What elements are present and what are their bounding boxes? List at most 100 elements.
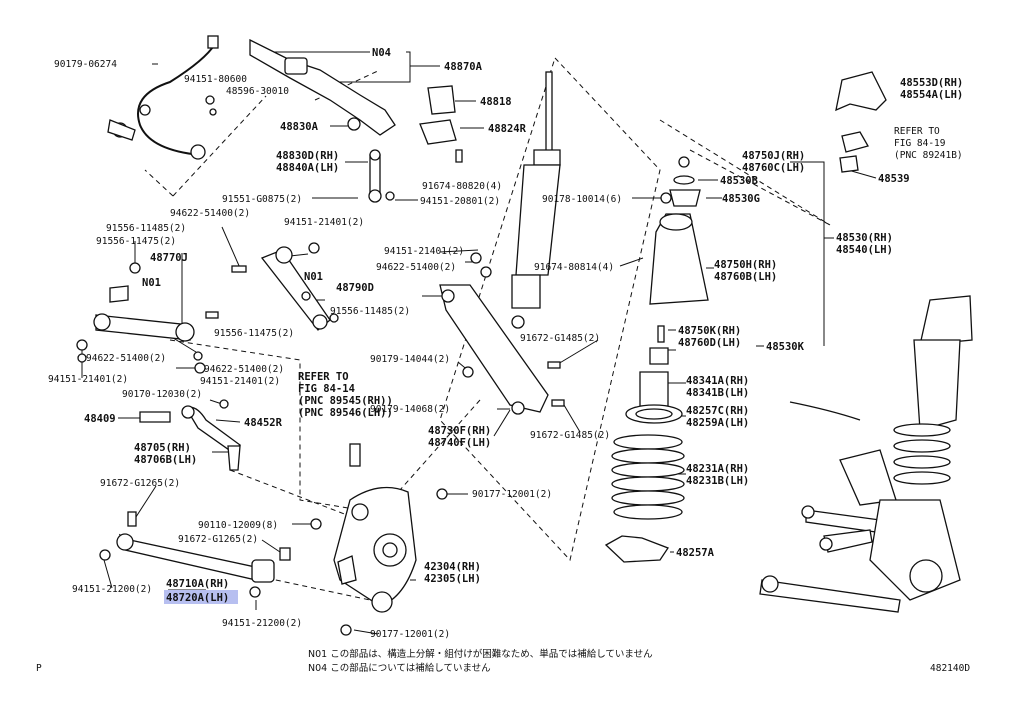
label-48539[interactable]: 48539 xyxy=(878,173,910,185)
label-48540-lh[interactable]: 48540(LH) xyxy=(836,244,893,256)
link-48770j-icon xyxy=(95,314,191,341)
label-refer-to-84-14[interactable]: REFER TO xyxy=(298,371,349,383)
label-90179-06274[interactable]: 90179-06274 xyxy=(54,59,117,70)
clip-48539-icon xyxy=(839,155,859,173)
label-94151-21401-d[interactable]: 94151-21401(2) xyxy=(200,376,280,387)
label-94151-21401-c[interactable]: 94151-21401(2) xyxy=(48,374,128,385)
label-48706b[interactable]: 48706B(LH) xyxy=(134,454,197,466)
coil-spring-48231a-icon xyxy=(611,434,685,520)
label-48705[interactable]: 48705(RH) xyxy=(134,442,191,454)
label-91672-g1265-a[interactable]: 91672-G1265(2) xyxy=(100,478,180,489)
label-94151-21401-b[interactable]: 94151-21401(2) xyxy=(384,246,464,257)
label-94622-51400-c[interactable]: 94622-51400(2) xyxy=(86,353,166,364)
label-n04[interactable]: N04 xyxy=(372,47,391,59)
label-48409[interactable]: 48409 xyxy=(84,413,116,425)
label-48259a[interactable]: 48259A(LH) xyxy=(686,417,749,429)
label-48824r[interactable]: 48824R xyxy=(488,123,527,135)
label-94151-21200-b[interactable]: 94151-21200(2) xyxy=(222,618,302,629)
shock-absorber-icon xyxy=(515,164,561,276)
label-n01-a[interactable]: N01 xyxy=(142,277,161,289)
label-n01-b[interactable]: N01 xyxy=(304,271,323,283)
label-48870a[interactable]: 48870A xyxy=(444,61,483,73)
axle-carrier xyxy=(310,443,448,636)
label-90110-12009[interactable]: 90110-12009(8) xyxy=(198,520,278,531)
label-94151-20801[interactable]: 94151-20801(2) xyxy=(420,196,500,207)
bracket-48824r-icon xyxy=(419,119,457,145)
label-48554a[interactable]: 48554A(LH) xyxy=(900,89,963,101)
label-48530g[interactable]: 48530G xyxy=(722,193,760,205)
label-91556-11485-a[interactable]: 91556-11485(2) xyxy=(106,223,186,234)
label-48710a[interactable]: 48710A(RH) xyxy=(166,578,229,590)
label-48530b[interactable]: 48530B xyxy=(720,175,758,187)
label-91674-80820[interactable]: 91674-80820(4) xyxy=(422,181,502,192)
label-91556-11475-b[interactable]: 91556-11475(2) xyxy=(214,328,294,339)
label-48760b[interactable]: 48760B(LH) xyxy=(714,271,777,283)
label-48231a[interactable]: 48231A(RH) xyxy=(686,463,749,475)
label-90179-14068[interactable]: 90179-14068(2) xyxy=(370,404,450,415)
label-48840a[interactable]: 48840A(LH) xyxy=(276,162,339,174)
label-48750k[interactable]: 48750K(RH) xyxy=(678,325,741,337)
label-pnc-89546[interactable]: (PNC 89546(LH)) xyxy=(298,407,393,419)
label-94151-21200-a[interactable]: 94151-21200(2) xyxy=(72,584,152,595)
label-91674-80814[interactable]: 91674-80814(4) xyxy=(534,262,614,273)
label-48257a[interactable]: 48257A xyxy=(676,547,715,559)
bushing-48818-icon xyxy=(427,85,456,115)
label-91672-g1485-a[interactable]: 91672-G1485(2) xyxy=(520,333,600,344)
label-91551-g0875[interactable]: 91551-G0875(2) xyxy=(222,194,302,205)
stabilizer-link-icon xyxy=(369,154,381,196)
label-91672-g1265-b[interactable]: 91672-G1265(2) xyxy=(178,534,258,545)
label-94151-80600[interactable]: 94151-80600 xyxy=(184,74,247,85)
label-90170-12030[interactable]: 90170-12030(2) xyxy=(122,389,202,400)
label-94151-21401-a[interactable]: 94151-21401(2) xyxy=(284,217,364,228)
toe-link-48409-icon xyxy=(139,411,171,423)
label-pnc-89241b[interactable]: (PNC 89241B) xyxy=(894,150,963,161)
label-48530-rh[interactable]: 48530(RH) xyxy=(836,232,893,244)
label-48553d[interactable]: 48553D(RH) xyxy=(900,77,963,89)
bracket-48553d-icon xyxy=(835,71,887,112)
label-48720a-highlighted[interactable]: 48720A(LH) xyxy=(166,592,229,604)
figure-id: 482140D xyxy=(930,663,970,674)
label-94622-51400-b[interactable]: 94622-51400(2) xyxy=(376,262,456,273)
label-91672-g1485-b[interactable]: 91672-G1485(2) xyxy=(530,430,610,441)
label-94622-51400-d[interactable]: 94622-51400(2) xyxy=(204,364,284,375)
label-fig-84-14[interactable]: FIG 84-14 xyxy=(298,383,355,395)
label-42304[interactable]: 42304(RH) xyxy=(424,561,481,573)
label-48730f[interactable]: 48730F(RH) xyxy=(428,425,491,437)
label-48790d[interactable]: 48790D xyxy=(336,282,374,294)
label-48830a[interactable]: 48830A xyxy=(280,121,319,133)
lower-arm-48730f-icon xyxy=(439,284,549,413)
page-marker: P xyxy=(36,663,42,674)
label-48740f[interactable]: 48740F(LH) xyxy=(428,437,491,449)
label-48750j[interactable]: 48750J(RH) xyxy=(742,150,805,162)
label-48452r[interactable]: 48452R xyxy=(244,417,283,429)
label-48341b[interactable]: 48341B(LH) xyxy=(686,387,749,399)
shock-absorber-stack xyxy=(511,71,709,563)
label-91556-11485-b[interactable]: 91556-11485(2) xyxy=(330,306,410,317)
label-48760d[interactable]: 48760D(LH) xyxy=(678,337,741,349)
label-42305[interactable]: 42305(LH) xyxy=(424,573,481,585)
bushing-48830a-icon xyxy=(347,117,361,131)
label-48818[interactable]: 48818 xyxy=(480,96,512,108)
label-94622-51400-a[interactable]: 94622-51400(2) xyxy=(170,208,250,219)
label-48257c[interactable]: 48257C(RH) xyxy=(686,405,749,417)
label-90178-10014[interactable]: 90178-10014(6) xyxy=(542,194,622,205)
label-48760c[interactable]: 48760C(LH) xyxy=(742,162,805,174)
label-refer-to-84-19[interactable]: REFER TO xyxy=(894,126,940,137)
label-pnc-89545[interactable]: (PNC 89545(RH)) xyxy=(298,395,393,407)
label-90177-12001-a[interactable]: 90177-12001(2) xyxy=(472,489,552,500)
label-90179-14044[interactable]: 90179-14044(2) xyxy=(370,354,450,365)
label-90177-12001-b[interactable]: 90177-12001(2) xyxy=(370,629,450,640)
label-48596-30010[interactable]: 48596-30010 xyxy=(226,86,289,97)
leader-lines xyxy=(81,51,877,635)
clip-icon xyxy=(841,131,869,153)
label-48530k[interactable]: 48530K xyxy=(766,341,805,353)
label-48770j[interactable]: 48770J xyxy=(150,252,188,264)
label-fig-84-19[interactable]: FIG 84-19 xyxy=(894,138,946,149)
label-48231b[interactable]: 48231B(LH) xyxy=(686,475,749,487)
label-48750h[interactable]: 48750H(RH) xyxy=(714,259,777,271)
label-48341a[interactable]: 48341A(RH) xyxy=(686,375,749,387)
label-48830d[interactable]: 48830D(RH) xyxy=(276,150,339,162)
label-91556-11475-a[interactable]: 91556-11475(2) xyxy=(96,236,176,247)
